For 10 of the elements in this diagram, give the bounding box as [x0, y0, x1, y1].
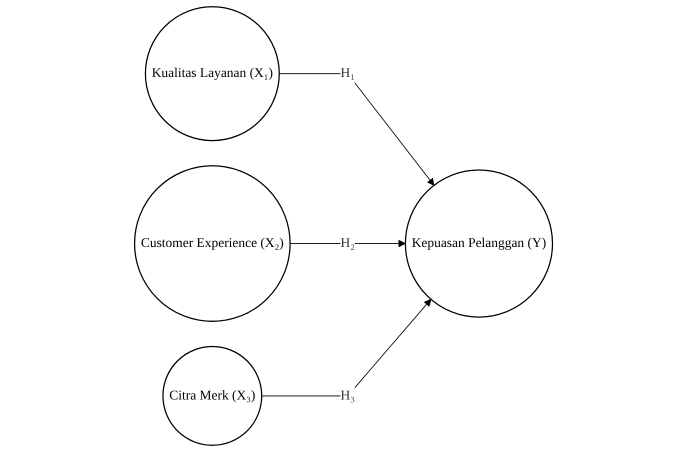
node-circle: Customer Experience (X₂) — [134, 165, 291, 322]
node-circle: Citra Merk (X₃) — [162, 346, 262, 446]
edge-label: H₃ — [340, 388, 355, 403]
edge-label: H₁ — [340, 66, 355, 80]
arrow — [261, 298, 432, 396]
node-circle: Kualitas Layanan (X₁) — [144, 6, 280, 142]
node-circle: Kepuasan Pelanggan (Y) — [404, 169, 554, 318]
arrow — [278, 73, 434, 186]
edge-label: H₂ — [340, 236, 355, 250]
arrow — [290, 240, 406, 248]
